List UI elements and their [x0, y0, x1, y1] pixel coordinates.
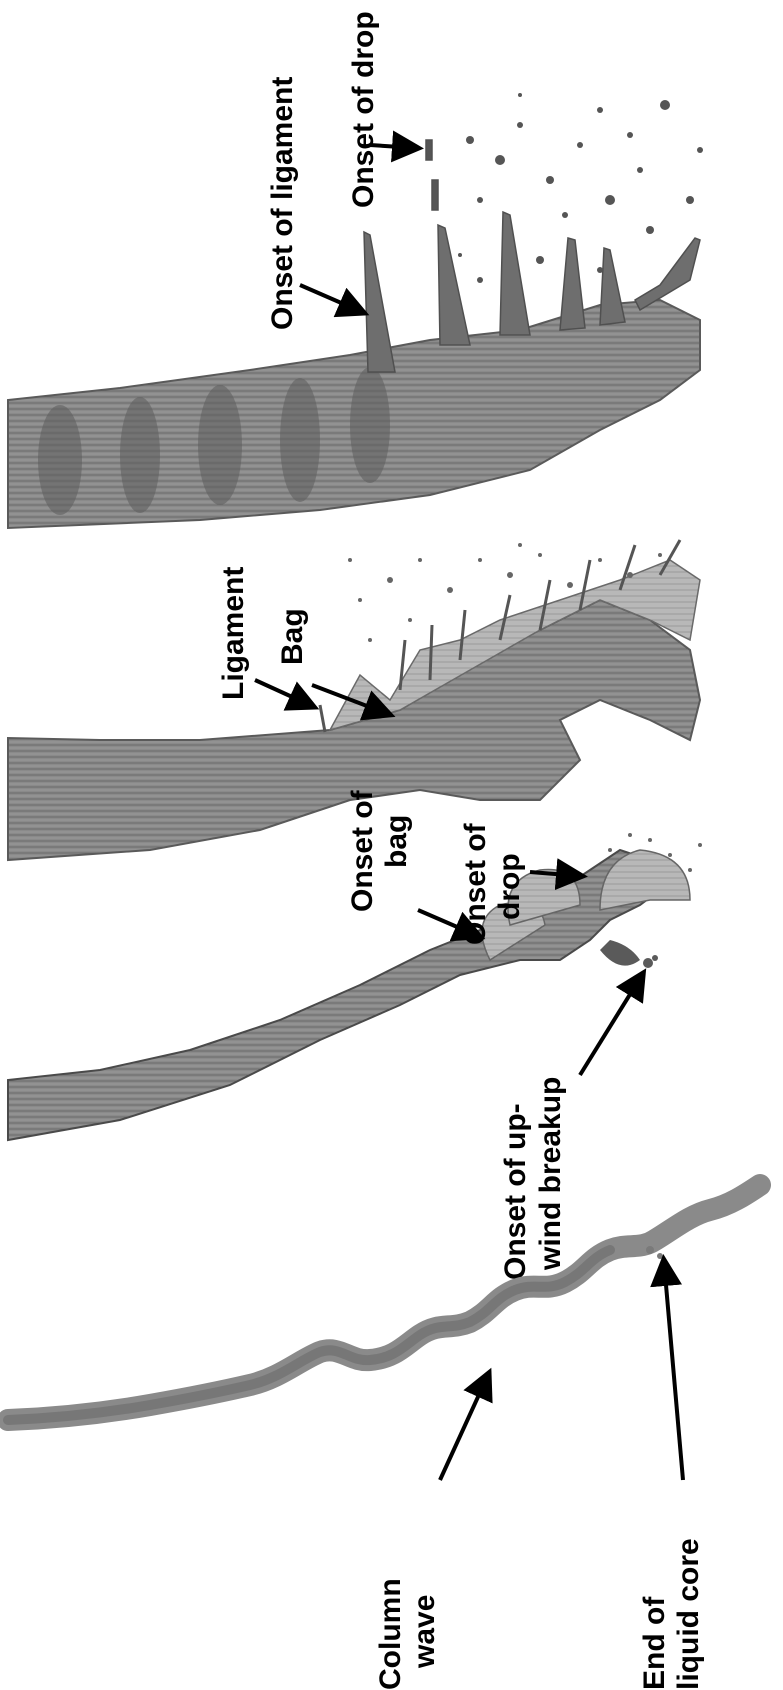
arrow-end-of-core — [664, 1262, 683, 1480]
droplets-top — [458, 93, 703, 283]
label-column-wave-line2: wave — [408, 1595, 441, 1669]
label-onset-upwind-line2: wind breakup — [534, 1077, 567, 1271]
arrow-onset-of-ligament — [300, 285, 362, 312]
panel-column-wave-stage: Column wave End of liquid core — [8, 1185, 760, 1690]
label-end-of-core-line1: End of — [638, 1596, 671, 1690]
label-onset-of-drop-mid-line2: drop — [493, 853, 526, 920]
label-onset-of-drop-top: Onset of drop — [347, 11, 380, 208]
jet-column-wavy — [8, 1185, 760, 1420]
label-onset-of-ligament: Onset of ligament — [266, 77, 299, 330]
upwind-fragments-third — [600, 940, 658, 968]
label-column-wave-line1: Column — [374, 1578, 407, 1690]
label-onset-upwind-line1: Onset of up- — [499, 1103, 532, 1280]
label-ligament: Ligament — [217, 567, 250, 700]
arrow-ligament — [255, 680, 312, 706]
label-onset-of-bag-line2: bag — [380, 815, 413, 868]
arrow-column-wave — [440, 1375, 488, 1480]
panel-ligament-stage: Onset of ligament Onset of drop — [8, 11, 703, 528]
label-bag: Bag — [276, 608, 309, 665]
label-onset-of-drop-mid-line1: Onset of — [459, 822, 492, 945]
label-onset-of-bag-line1: Onset of — [346, 789, 379, 912]
panel-onset-bag-stage: Onset of bag Onset of drop Onset of up- … — [8, 789, 702, 1280]
label-end-of-core-line2: liquid core — [672, 1538, 705, 1690]
arrow-onset-upwind — [580, 975, 642, 1075]
